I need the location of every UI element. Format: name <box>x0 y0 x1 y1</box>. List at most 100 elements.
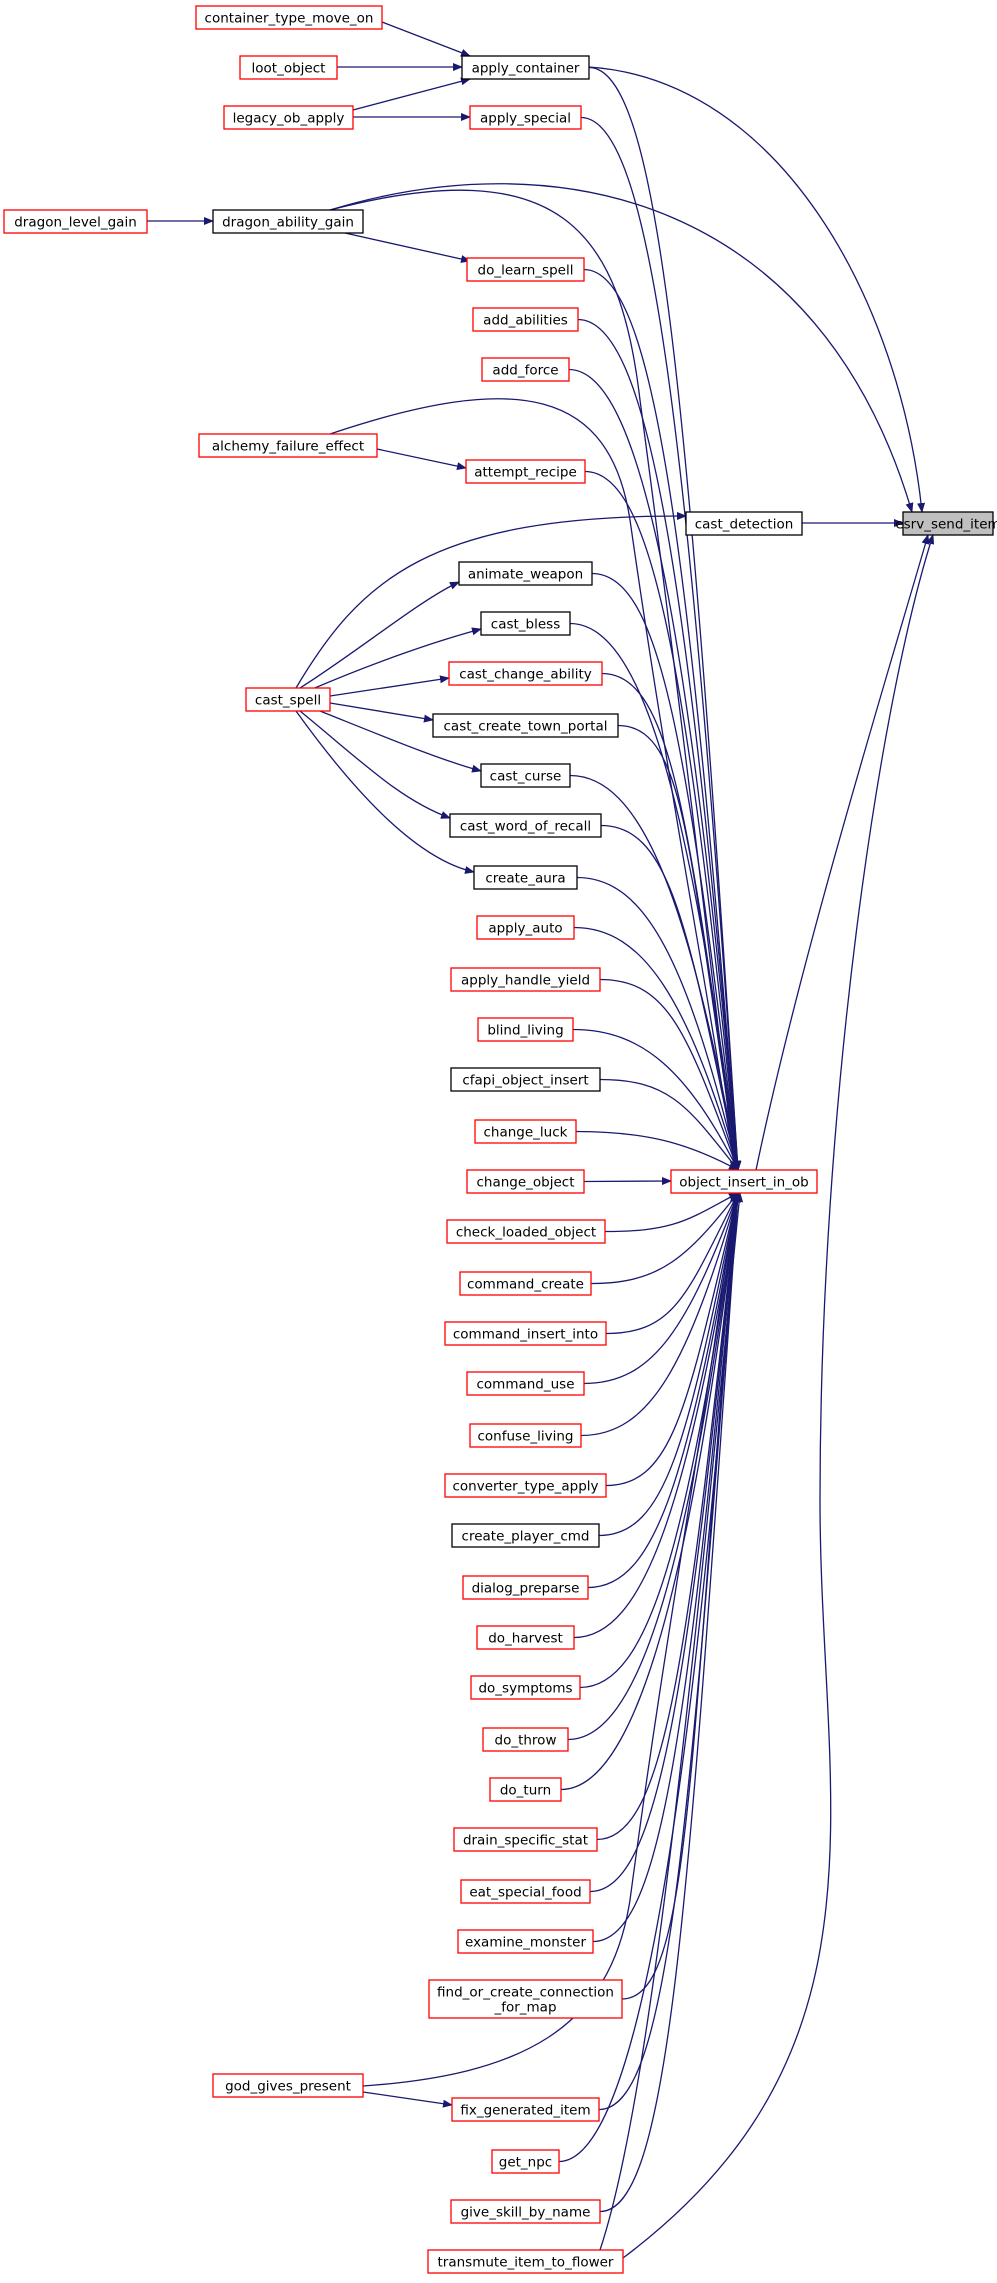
node-label: apply_handle_yield <box>461 973 590 989</box>
node-cast-spell[interactable]: cast_spell <box>245 687 331 712</box>
node-label: attempt_recipe <box>474 465 577 481</box>
node-change-object[interactable]: change_object <box>466 1169 585 1194</box>
node-command-create[interactable]: command_create <box>459 1271 592 1296</box>
node-object-insert-in-ob[interactable]: object_insert_in_ob <box>670 1169 818 1194</box>
node-box <box>459 1271 592 1296</box>
node-dragon-level-gain[interactable]: dragon_level_gain <box>3 209 148 234</box>
node-box <box>450 967 601 992</box>
node-dragon-ability-gain[interactable]: dragon_ability_gain <box>212 209 364 234</box>
node-cast-curse[interactable]: cast_curse <box>480 763 571 788</box>
node-cfapi-object-insert[interactable]: cfapi_object_insert <box>450 1067 601 1092</box>
node-box <box>480 611 571 636</box>
node-label: do_turn <box>500 1783 551 1799</box>
node-label: change_luck <box>484 1125 568 1141</box>
edge-create_player_cmd-to-object_insert_in_ob <box>598 1192 741 1537</box>
node-box <box>685 511 803 536</box>
node-cast-word-of-recall[interactable]: cast_word_of_recall <box>449 813 602 838</box>
node-box <box>448 661 603 686</box>
node-box <box>458 561 593 586</box>
node-animate-weapon[interactable]: animate_weapon <box>458 561 593 586</box>
node-cast-detection[interactable]: cast_detection <box>685 511 803 536</box>
node-label: do_learn_spell <box>478 263 574 279</box>
node-find-or-create-connection-for-map[interactable]: find_or_create_connection_for_map <box>428 1979 623 2019</box>
edge-apply_special-to-object_insert_in_ob <box>580 116 742 1171</box>
edge-examine_monster-to-object_insert_in_ob <box>592 1192 742 1943</box>
node-label: blind_living <box>487 1023 563 1039</box>
edge-cast_change_ability-to-object_insert_in_ob <box>601 672 741 1171</box>
node-box <box>489 1777 562 1802</box>
node-converter-type-apply[interactable]: converter_type_apply <box>444 1473 607 1498</box>
node-create-player-cmd[interactable]: create_player_cmd <box>451 1523 600 1548</box>
node-box <box>670 1169 818 1194</box>
node-loot-object[interactable]: loot_object <box>239 55 338 80</box>
node-examine-monster[interactable]: examine_monster <box>457 1929 594 1954</box>
node-box <box>902 511 994 536</box>
node-command-insert-into[interactable]: command_insert_into <box>444 1321 607 1346</box>
node-give-skill-by-name[interactable]: give_skill_by_name <box>450 2199 601 2224</box>
edge-cast_spell-to-cast_create_town_portal <box>329 702 434 723</box>
node-change-luck[interactable]: change_luck <box>474 1119 577 1144</box>
node-label: cast_create_town_portal <box>444 719 608 735</box>
node-label: create_player_cmd <box>462 1529 590 1545</box>
node-confuse-living[interactable]: confuse_living <box>469 1423 582 1448</box>
edge-check_loaded_object-to-object_insert_in_ob <box>604 1192 739 1233</box>
node-attempt-recipe[interactable]: attempt_recipe <box>465 459 586 484</box>
node-label: do_symptoms <box>478 1681 572 1697</box>
node-box <box>451 1523 600 1548</box>
edge-add_abilities-to-object_insert_in_ob <box>577 318 742 1171</box>
node-apply-handle-yield[interactable]: apply_handle_yield <box>450 967 601 992</box>
node-do-throw[interactable]: do_throw <box>482 1727 569 1752</box>
node-label: dragon_ability_gain <box>222 215 354 231</box>
node-add-force[interactable]: add_force <box>481 357 570 382</box>
node-label: create_aura <box>485 871 565 887</box>
node-dialog-preparse[interactable]: dialog_preparse <box>462 1575 589 1600</box>
node-cast-create-town-portal[interactable]: cast_create_town_portal <box>432 713 619 738</box>
node-drain-specific-stat[interactable]: drain_specific_stat <box>453 1827 598 1852</box>
node-do-turn[interactable]: do_turn <box>489 1777 562 1802</box>
node-get-npc[interactable]: get_npc <box>491 2149 560 2174</box>
node-command-use[interactable]: command_use <box>466 1371 585 1396</box>
node-eat-special-food[interactable]: eat_special_food <box>460 1879 591 1904</box>
node-box <box>453 1827 598 1852</box>
node-label: do_harvest <box>488 1631 563 1647</box>
node-do-learn-spell[interactable]: do_learn_spell <box>466 257 585 282</box>
edge-cfapi_object_insert-to-object_insert_in_ob <box>599 1078 739 1171</box>
node-add-abilities[interactable]: add_abilities <box>472 307 579 332</box>
node-fix-generated-item[interactable]: fix_generated_item <box>451 2097 600 2122</box>
node-god-gives-present[interactable]: god_gives_present <box>212 2073 364 2098</box>
node-label: confuse_living <box>477 1429 573 1445</box>
node-alchemy-failure-effect[interactable]: alchemy_failure_effect <box>198 433 378 458</box>
node-label: _for_map <box>493 2000 556 2016</box>
edge-get_npc-to-object_insert_in_ob <box>558 1192 742 2163</box>
node-transmute-item-to-flower[interactable]: transmute_item_to_flower <box>427 2249 624 2274</box>
node-container-type-move-on[interactable]: container_type_move_on <box>195 5 383 30</box>
node-box <box>473 865 578 890</box>
node-cast-bless[interactable]: cast_bless <box>480 611 571 636</box>
node-cast-change-ability[interactable]: cast_change_ability <box>448 661 603 686</box>
node-box <box>446 1219 606 1244</box>
node-box <box>450 1067 601 1092</box>
node-check-loaded-object[interactable]: check_loaded_object <box>446 1219 606 1244</box>
node-do-harvest[interactable]: do_harvest <box>476 1625 575 1650</box>
node-label: cast_curse <box>490 769 562 785</box>
edge-cast_spell-to-cast_detection <box>295 511 687 689</box>
node-do-symptoms[interactable]: do_symptoms <box>470 1675 581 1700</box>
node-legacy-ob-apply[interactable]: legacy_ob_apply <box>223 105 354 130</box>
node-apply-special[interactable]: apply_special <box>469 105 582 130</box>
edge-cast_spell-to-cast_bless <box>309 627 482 691</box>
node-label: fix_generated_item <box>460 2103 590 2119</box>
edge-cast_spell-to-cast_change_ability <box>329 675 450 697</box>
node-apply-container[interactable]: apply_container <box>461 55 590 80</box>
node-create-aura[interactable]: create_aura <box>473 865 578 890</box>
node-apply-auto[interactable]: apply_auto <box>476 915 575 940</box>
node-blind-living[interactable]: blind_living <box>477 1017 574 1042</box>
node-box <box>466 1169 585 1194</box>
node-box <box>477 1017 574 1042</box>
node-esrv-send-item[interactable]: esrv_send_item <box>895 511 997 536</box>
node-label: object_insert_in_ob <box>679 1175 808 1191</box>
node-box <box>472 307 579 332</box>
edge-object_insert_in_ob-to-esrv_send_item <box>755 534 930 1171</box>
edge-apply_auto-to-object_insert_in_ob <box>573 926 740 1171</box>
edge-do_learn_spell-to-object_insert_in_ob <box>583 268 742 1171</box>
